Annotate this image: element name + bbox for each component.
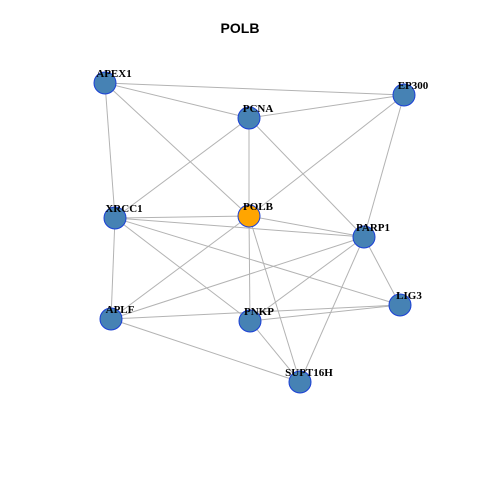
node-supt16h[interactable] — [288, 370, 312, 394]
node-label-aplf: APLF — [106, 304, 135, 316]
node-pnkp[interactable] — [238, 309, 262, 333]
edge-apex1-polb — [104, 82, 250, 217]
edge-polb-parp1 — [248, 215, 365, 238]
edge-pcna-parp1 — [248, 117, 365, 238]
node-aplf[interactable] — [99, 307, 123, 331]
node-ep300[interactable] — [392, 83, 416, 107]
edge-apex1-xrcc1 — [104, 82, 116, 219]
edge-parp1-lig3 — [363, 236, 401, 306]
edge-apex1-ep300 — [104, 82, 405, 96]
node-label-supt16h: SUPT16H — [285, 367, 333, 379]
edge-polb-pnkp — [248, 215, 251, 322]
node-parp1[interactable] — [352, 225, 376, 249]
node-label-polb: POLB — [243, 201, 274, 213]
edge-lig3-pnkp — [249, 304, 401, 322]
edge-xrcc1-pnkp — [114, 217, 251, 322]
edge-polb-supt16h — [248, 215, 301, 383]
graph-title: POLB — [220, 20, 260, 36]
edge-pcna-xrcc1 — [114, 117, 250, 219]
edge-polb-aplf — [110, 215, 250, 320]
node-label-apex1: APEX1 — [96, 68, 131, 80]
node-lig3[interactable] — [388, 293, 412, 317]
node-pcna[interactable] — [237, 106, 261, 130]
node-xrcc1[interactable] — [103, 206, 127, 230]
edge-apex1-pcna — [104, 82, 250, 119]
edge-xrcc1-aplf — [110, 217, 116, 320]
node-apex1[interactable] — [93, 71, 117, 95]
edge-aplf-supt16h — [110, 318, 301, 383]
node-polb[interactable] — [237, 204, 261, 228]
edge-parp1-pnkp — [249, 236, 365, 322]
edge-parp1-aplf — [110, 236, 365, 320]
node-label-xrcc1: XRCC1 — [105, 203, 142, 215]
edge-ep300-parp1 — [363, 94, 405, 238]
edge-xrcc1-lig3 — [114, 217, 401, 306]
edge-xrcc1-polb — [114, 215, 250, 219]
node-label-ep300: EP300 — [398, 80, 429, 92]
node-label-lig3: LIG3 — [396, 290, 422, 302]
node-label-parp1: PARP1 — [356, 222, 390, 234]
node-layer — [93, 71, 416, 394]
edge-layer — [104, 82, 405, 383]
edge-xrcc1-parp1 — [114, 217, 365, 238]
edge-parp1-supt16h — [299, 236, 365, 383]
edge-ep300-polb — [248, 94, 405, 217]
node-label-pnkp: PNKP — [244, 306, 274, 318]
edge-ep300-pcna — [248, 94, 405, 119]
edge-pnkp-supt16h — [249, 320, 301, 383]
node-label-pcna: PCNA — [243, 103, 274, 115]
